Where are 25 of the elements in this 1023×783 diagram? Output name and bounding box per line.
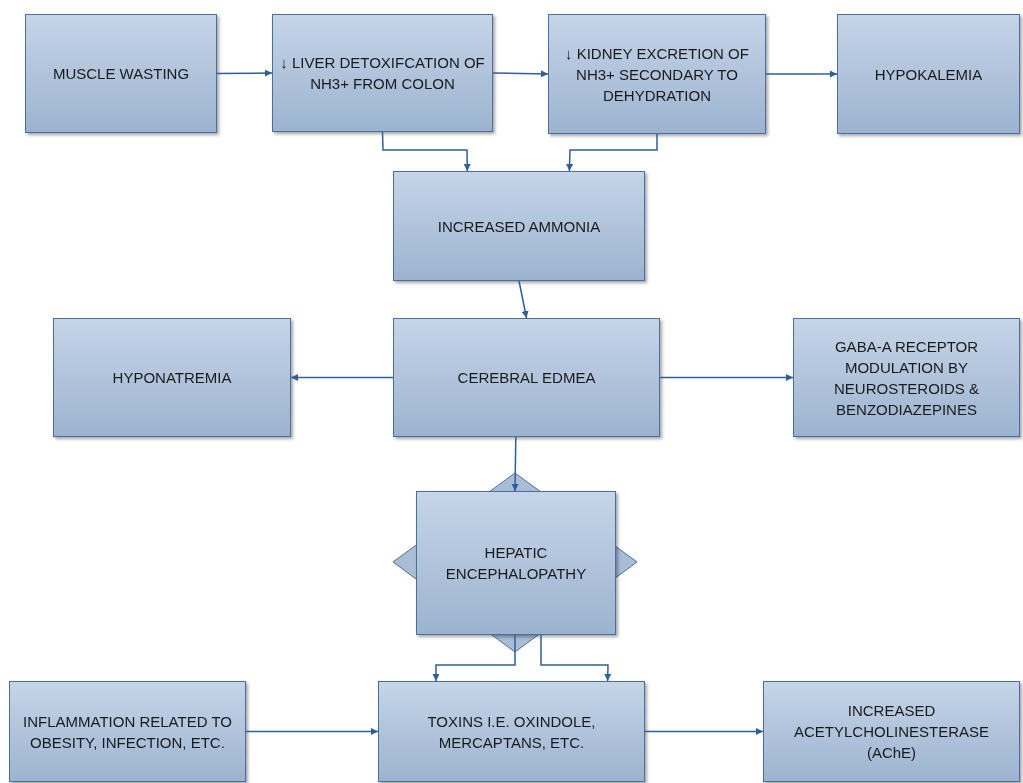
arrow xyxy=(432,634,516,682)
arrow xyxy=(566,133,658,172)
process-box: TOXINS I.E. OXINDOLE, MERCAPTANS, ETC. xyxy=(378,681,645,782)
arrow xyxy=(216,69,273,77)
arrow xyxy=(644,728,764,735)
arrow xyxy=(765,70,838,78)
process-box: HYPONATREMIA xyxy=(53,318,291,437)
arrow xyxy=(245,728,379,735)
process-box: HEPATIC ENCEPHALOPATHY xyxy=(416,491,616,635)
process-box: INFLAMMATION RELATED TO OBESITY, INFECTION, ETC. xyxy=(9,681,246,782)
process-box: INCREASED AMMONIA xyxy=(393,171,645,281)
process-box: GABA-A RECEPTOR MODULATION BY NEUROSTEROIDS & BENZODIAZEPINES xyxy=(793,318,1020,437)
process-box: HYPOKALEMIA xyxy=(837,14,1020,134)
process-box: MUSCLE WASTING xyxy=(25,14,217,133)
arrow xyxy=(659,374,794,381)
process-box: INCREASED ACETYLCHOLINESTERASE (AChE) xyxy=(763,681,1020,782)
arrow xyxy=(518,280,529,319)
process-box: ↓ LIVER DETOXIFCATION OF NH3+ FROM COLON xyxy=(272,14,493,132)
process-box: CEREBRAL EDMEA xyxy=(393,318,660,437)
arrow xyxy=(290,374,394,381)
process-box: ↓ KIDNEY EXCRETION OF NH3+ SECONDARY TO DEHYDRATION xyxy=(548,14,766,134)
arrow xyxy=(381,131,471,172)
arrow xyxy=(511,436,519,492)
arrow xyxy=(540,634,612,682)
arrow xyxy=(492,70,549,78)
